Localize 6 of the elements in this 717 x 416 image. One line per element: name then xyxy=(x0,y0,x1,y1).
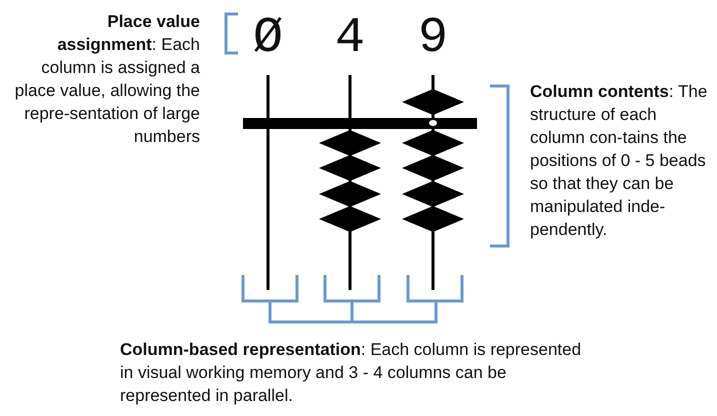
column-digit: 4 xyxy=(334,14,366,64)
column-digit: Ø xyxy=(252,14,284,64)
column-digit: 9 xyxy=(416,14,449,64)
annotation-text: Place value assignment: Each column is assigned a place value, allowing the repre-sentation of large numbers xyxy=(14,11,200,148)
annotation-text: Column-based representation: Each column is represented in visual working memory and 3 - 4 columns can be represented in parallel. xyxy=(120,339,582,407)
annotation-text: Column contents: The structure of each column con-tains the positions of 0 - 5 beads so that they can be manipulated inde-pendently. xyxy=(530,81,708,241)
